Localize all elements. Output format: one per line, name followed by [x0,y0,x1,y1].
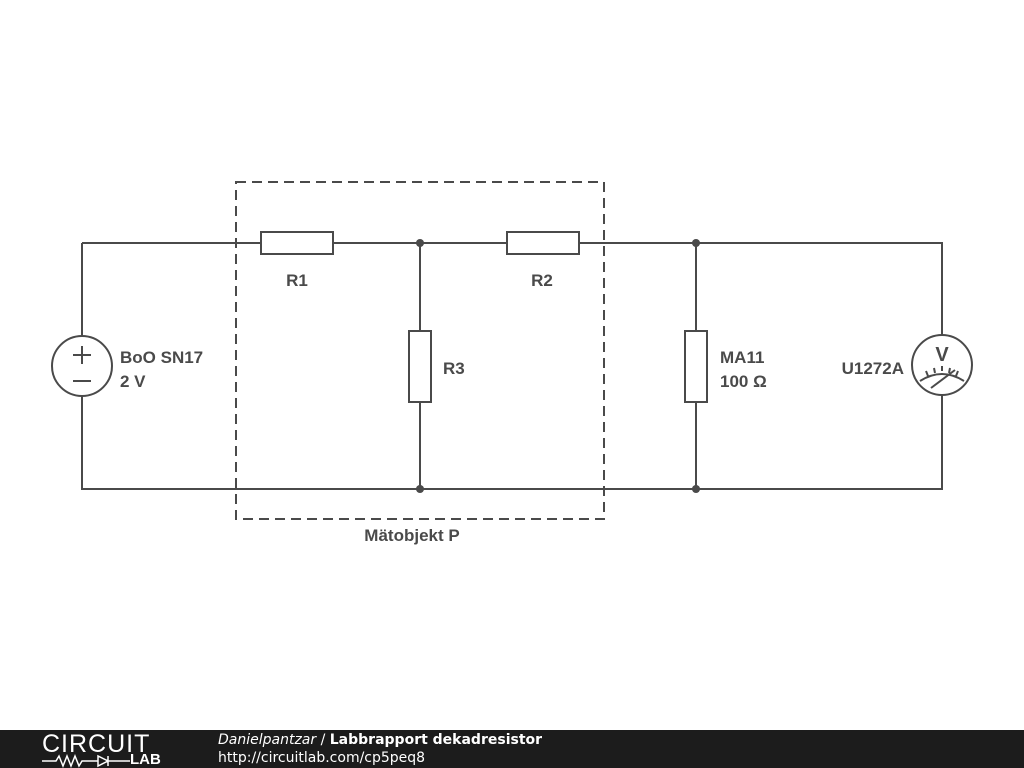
footer-text: Danielpantzar / Labbrapport dekadresisto… [218,731,542,767]
junction-node [692,239,700,247]
load-name-label: MA11 [720,348,764,367]
voltmeter-symbol: V [935,344,949,366]
resistor-r1 [260,231,334,255]
r1-label: R1 [286,271,308,290]
junction-node [692,485,700,493]
logo-text-lab: LAB [130,751,161,768]
voltage-source [51,335,113,397]
source-value-label: 2 V [120,372,146,391]
group-label: Mätobjekt P [364,526,459,545]
logo-text-circuit: CIRCUIT [42,730,151,758]
source-plus-icon [73,346,91,364]
resistor-r2 [506,231,580,255]
junction-node [416,485,424,493]
footer-bar: CIRCUIT LAB Danielpantzar / Labbrapport … [0,730,1024,768]
r3-label: R3 [443,359,465,378]
circuit-schematic: R1 R2 R3 BoO SN17 2 V MA11 100 Ω U1272A … [51,181,973,545]
logo-resistor-diode-icon [42,754,130,768]
voltmeter-scale-icon [919,366,965,382]
measurement-object-box [235,181,605,520]
circuit-title: Labbrapport dekadresistor [329,732,543,748]
title-separator: / [316,732,330,748]
wire-top-right [579,242,943,335]
circuit-url[interactable]: http://circuitlab.com/cp5peq8 [218,750,426,766]
voltmeter [911,334,973,396]
source-name-label: BoO SN17 [120,348,203,367]
voltmeter-needle-icon [930,369,956,389]
junction-node [416,239,424,247]
circuitlab-logo[interactable]: CIRCUIT LAB [42,730,178,768]
load-value-label: 100 Ω [720,372,767,391]
wire-left-bottom [81,395,943,490]
footer-title-line: Danielpantzar / Labbrapport dekadresisto… [218,731,542,749]
resistor-r3 [408,330,432,403]
author-link[interactable]: Danielpantzar [218,732,317,748]
resistor-ma11 [684,330,708,403]
r2-label: R2 [531,271,553,290]
voltmeter-name-label: U1272A [842,359,904,378]
